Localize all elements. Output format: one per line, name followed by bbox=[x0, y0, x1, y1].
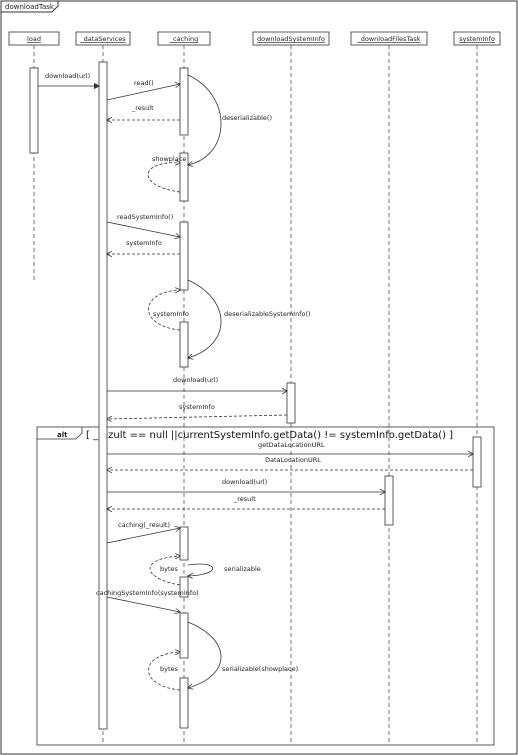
message-arrow bbox=[106, 221, 180, 237]
message-label: _result bbox=[233, 495, 256, 503]
message-label: read() bbox=[134, 79, 154, 87]
lifeline-heads: load _dataServices _caching downloadSyst… bbox=[8, 31, 501, 46]
activation-dataservices bbox=[98, 61, 108, 730]
message-arrow bbox=[188, 563, 214, 576]
activation-caching-8 bbox=[179, 677, 189, 729]
message-arrow bbox=[107, 414, 288, 419]
message-label: caching(_result) bbox=[118, 521, 170, 529]
message-arrow bbox=[106, 528, 180, 544]
lifeline-head-downloadfilestask[interactable]: _downloadFilesTask bbox=[350, 31, 428, 46]
activation-caching-1 bbox=[179, 67, 189, 136]
message-label: getDataLocationURL bbox=[258, 441, 325, 449]
activation-downloadsysteminfo bbox=[286, 382, 296, 424]
lifeline-head-caching[interactable]: _caching bbox=[157, 31, 211, 46]
message-arrow bbox=[147, 163, 180, 193]
message-label: _result bbox=[131, 104, 154, 112]
message-arrow bbox=[106, 596, 180, 612]
lifeline-label: _downloadFilesTask bbox=[357, 35, 421, 43]
message-label: serializable(showplace) bbox=[222, 665, 298, 673]
message-label: readSystemInfo() bbox=[117, 213, 173, 221]
message-label: download(url) bbox=[222, 478, 267, 486]
lifeline-head-dataservices[interactable]: _dataServices bbox=[75, 31, 131, 46]
frame-title-tab bbox=[1, 1, 59, 13]
message-arrow bbox=[148, 652, 181, 691]
message-labels: download(url) read() _result deserializa… bbox=[45, 72, 325, 673]
lifeline-label: _dataServices bbox=[79, 35, 126, 43]
message-arrow bbox=[148, 290, 181, 331]
lifeline-head-load[interactable]: load bbox=[8, 31, 60, 46]
message-label: deserializableSystemInfo() bbox=[224, 310, 311, 318]
message-arrow bbox=[106, 84, 180, 101]
message-label: serializable bbox=[224, 565, 261, 573]
activation-caching-5 bbox=[179, 526, 189, 561]
lifeline-label: systemInfo bbox=[459, 35, 495, 43]
lifeline-head-systeminfo[interactable]: systemInfo bbox=[453, 31, 501, 46]
activation-downloadfilestask bbox=[384, 475, 394, 526]
message-label: bytes bbox=[160, 565, 179, 573]
message-label: cachingSystemInfo(systemInfo) bbox=[96, 589, 199, 597]
lifeline-label: downloadSystemInfo bbox=[257, 35, 325, 43]
message-arrow bbox=[149, 556, 180, 586]
activation-caching-2 bbox=[179, 152, 189, 202]
activation-caching-6 bbox=[179, 576, 189, 598]
message-arrow bbox=[188, 279, 222, 358]
lifeline-label: load bbox=[27, 35, 41, 43]
message-label: systemInfo bbox=[126, 239, 162, 247]
message-arrow bbox=[188, 621, 222, 688]
message-label: systemInfo bbox=[179, 403, 215, 411]
message-label: systemInfo bbox=[153, 310, 189, 318]
alt-tab bbox=[37, 427, 83, 440]
activation-systeminfo bbox=[472, 436, 482, 488]
activation-caching-4 bbox=[179, 321, 189, 368]
message-label: DataLocationURL bbox=[265, 456, 321, 464]
message-label: showplace bbox=[152, 155, 186, 163]
message-label: deserializable() bbox=[222, 114, 272, 122]
frame-title: downloadTask bbox=[5, 3, 55, 11]
message-label: download(url) bbox=[45, 72, 90, 80]
activation-caching-3 bbox=[179, 221, 189, 291]
message-arrow bbox=[188, 74, 222, 165]
activation-bars bbox=[29, 61, 482, 730]
alt-operator: alt bbox=[57, 431, 68, 439]
activation-load bbox=[29, 67, 39, 154]
message-arrows bbox=[38, 74, 473, 691]
message-label: bytes bbox=[160, 665, 179, 673]
lifeline-head-downloadsysteminfo[interactable]: downloadSystemInfo bbox=[252, 31, 330, 46]
alt-frame bbox=[36, 426, 495, 746]
message-label: download(url) bbox=[173, 376, 218, 384]
activation-caching-7 bbox=[179, 612, 189, 659]
alt-fragment: alt [ _rezult == null ||currentSystemInf… bbox=[36, 426, 495, 746]
lifeline-label: _caching bbox=[169, 35, 199, 43]
alt-guard: [ _rezult == null ||currentSystemInfo.ge… bbox=[86, 430, 453, 441]
